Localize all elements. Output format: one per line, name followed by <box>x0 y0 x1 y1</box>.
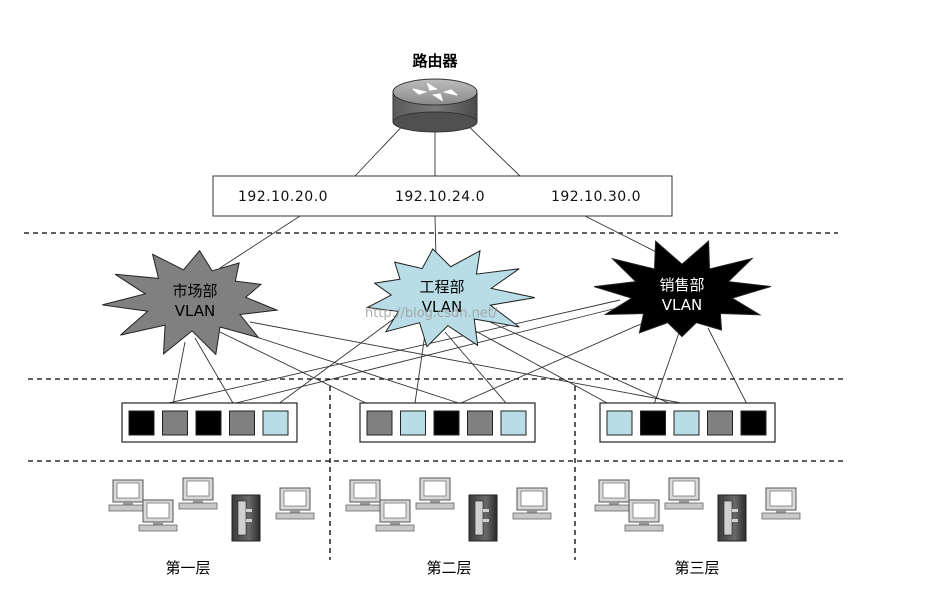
floor-label-1: 第一层 <box>165 559 210 577</box>
vlan-sub: VLAN <box>422 298 462 316</box>
vlan-sub: VLAN <box>662 296 702 314</box>
computer-icon <box>624 499 664 532</box>
switch-port <box>229 410 255 436</box>
computer-icon <box>415 477 455 510</box>
switch-port <box>366 410 393 436</box>
vlan-2: 工程部 VLAN <box>365 248 536 348</box>
server-icon <box>468 494 498 542</box>
subnet-label-2: 192.10.24.0 <box>395 189 485 205</box>
vlan-name: 工程部 <box>419 278 464 296</box>
section-dividers <box>24 232 845 560</box>
router-label: 路由器 <box>412 52 458 70</box>
subnet-label-1: 192.10.20.0 <box>238 189 328 205</box>
vlan-name: 市场部 <box>172 282 217 300</box>
subnet-box: 192.10.20.0 192.10.24.0 192.10.30.0 <box>212 175 673 217</box>
switch-port <box>707 410 733 436</box>
switch-port <box>606 410 633 436</box>
vlan-burst-shape <box>365 248 536 348</box>
switch-1 <box>121 402 298 443</box>
server-icon <box>231 494 261 542</box>
watermark: http://blog.csdn.net/ <box>365 306 498 321</box>
switch-port <box>467 410 493 436</box>
switch-3 <box>599 402 776 443</box>
computer-icon <box>345 479 385 512</box>
switch-port <box>640 410 666 436</box>
switch-port <box>195 410 222 436</box>
vlan-3: 销售部 VLAN <box>593 240 772 338</box>
switch-port <box>673 410 700 436</box>
switch-port <box>262 410 289 436</box>
computer-icon <box>108 479 148 512</box>
switch-port <box>433 410 460 436</box>
switch-port <box>500 410 527 436</box>
computer-icon <box>512 487 552 520</box>
router-icon <box>412 82 458 102</box>
switch-2 <box>359 402 536 443</box>
switch-port <box>400 410 426 436</box>
vlan-burst-shape <box>102 249 279 356</box>
switch-port <box>740 410 767 436</box>
subnet-label-3: 192.10.30.0 <box>551 189 641 205</box>
vlan-burst-shape <box>593 240 772 338</box>
floor-label-3: 第三层 <box>674 559 719 577</box>
vlan-1: 市场部 VLAN <box>102 249 279 356</box>
computers-layer <box>108 477 801 542</box>
floor-label-2: 第二层 <box>426 559 471 577</box>
floor-3-devices <box>594 477 801 542</box>
vlan-name: 销售部 <box>659 276 704 294</box>
vlan-sub: VLAN <box>175 302 215 320</box>
links <box>137 117 751 411</box>
computer-icon <box>138 499 178 532</box>
router: 路由器 <box>392 52 478 133</box>
vlan-layer: 市场部 VLAN 工程部 VLAN 销售部 VLAN <box>102 240 772 356</box>
computer-icon <box>664 477 704 510</box>
computer-icon <box>375 499 415 532</box>
computer-icon <box>594 479 634 512</box>
computer-icon <box>275 487 315 520</box>
floor-2-devices <box>345 477 552 542</box>
switch-port <box>162 410 188 436</box>
floor-labels: 第一层 第二层 第三层 <box>165 559 719 577</box>
switch-port <box>128 410 155 436</box>
server-icon <box>717 494 747 542</box>
computer-icon <box>761 487 801 520</box>
computer-icon <box>178 477 218 510</box>
switch-layer <box>121 402 776 443</box>
floor-1-devices <box>108 477 315 542</box>
